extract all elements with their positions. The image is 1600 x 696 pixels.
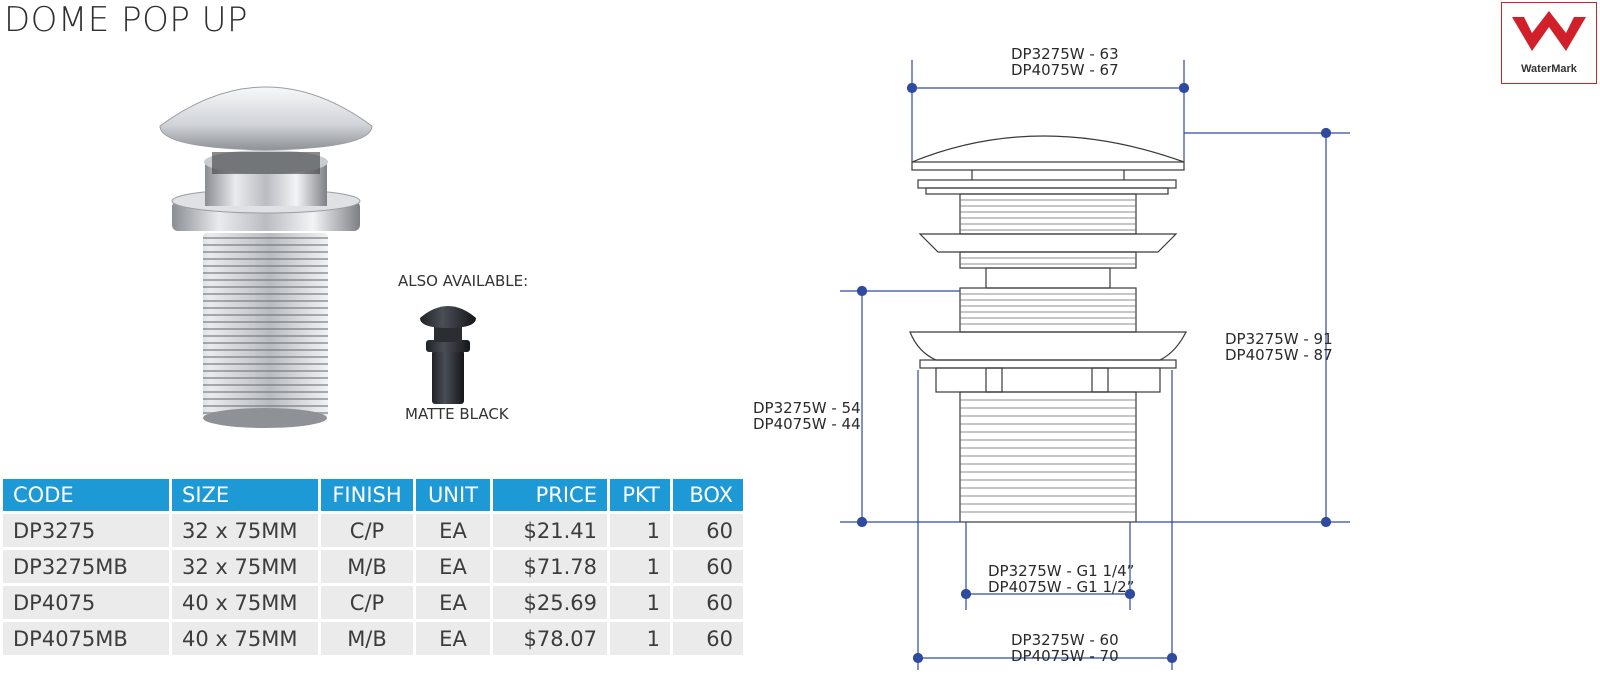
lower-height-dp4075w: DP4075W - 44 — [753, 415, 861, 433]
total-height-dp4075w: DP4075W - 87 — [1225, 346, 1333, 364]
product-table: CODE SIZE FINISH UNIT PRICE PKT BOX DP32… — [0, 476, 746, 658]
table-row: DP3275 32 x 75MM C/P EA $21.41 1 60 — [3, 514, 743, 547]
thread-dp3275w: DP3275W - G1 1/4” — [988, 562, 1135, 580]
table-header-row: CODE SIZE FINISH UNIT PRICE PKT BOX — [3, 479, 743, 511]
header-finish: FINISH — [321, 479, 413, 511]
flange-width-dp3275w: DP3275W - 60 — [1011, 631, 1119, 649]
cell-price: $25.69 — [493, 586, 607, 619]
dimension-drawing — [840, 60, 1350, 670]
matte-black-label: MATTE BLACK — [405, 405, 509, 423]
cell-unit: EA — [416, 586, 490, 619]
lower-height-dp3275w: DP3275W - 54 — [753, 399, 861, 417]
cell-box: 60 — [673, 622, 743, 655]
cell-price: $78.07 — [493, 622, 607, 655]
cell-price: $21.41 — [493, 514, 607, 547]
also-available-label: ALSO AVAILABLE: — [398, 272, 529, 290]
thread-dp4075w: DP4075W - G1 1/2” — [988, 578, 1135, 596]
table-row: DP3275MB 32 x 75MM M/B EA $71.78 1 60 — [3, 550, 743, 583]
header-box: BOX — [673, 479, 743, 511]
cell-box: 60 — [673, 586, 743, 619]
top-width-dp3275w: DP3275W - 63 — [1011, 45, 1119, 63]
cell-pkt: 1 — [610, 622, 670, 655]
cell-code: DP4075MB — [3, 622, 169, 655]
cell-finish: C/P — [321, 514, 413, 547]
cell-size: 32 x 75MM — [172, 514, 318, 547]
cell-price: $71.78 — [493, 550, 607, 583]
total-height-dp3275w: DP3275W - 91 — [1225, 330, 1333, 348]
cell-finish: M/B — [321, 622, 413, 655]
matte-black-variant-photo — [420, 306, 476, 404]
cell-code: DP3275 — [3, 514, 169, 547]
watermark-w-icon — [1512, 11, 1586, 51]
cell-pkt: 1 — [610, 514, 670, 547]
cell-unit: EA — [416, 550, 490, 583]
header-code: CODE — [3, 479, 169, 511]
cell-unit: EA — [416, 622, 490, 655]
page-title: DOME POP UP — [4, 0, 249, 40]
top-width-dp4075w: DP4075W - 67 — [1011, 61, 1119, 79]
cell-pkt: 1 — [610, 550, 670, 583]
table-row: DP4075MB 40 x 75MM M/B EA $78.07 1 60 — [3, 622, 743, 655]
header-unit: UNIT — [416, 479, 490, 511]
cell-size: 40 x 75MM — [172, 622, 318, 655]
header-price: PRICE — [493, 479, 607, 511]
cell-finish: M/B — [321, 550, 413, 583]
lower-height-label: DP3275W - 54 DP4075W - 44 — [753, 400, 861, 432]
thread-label: DP3275W - G1 1/4” DP4075W - G1 1/2” — [988, 563, 1134, 595]
cell-unit: EA — [416, 514, 490, 547]
watermark-logo-text: WaterMark — [1521, 63, 1577, 75]
header-pkt: PKT — [610, 479, 670, 511]
cell-finish: C/P — [321, 586, 413, 619]
top-width-label: DP3275W - 63 DP4075W - 67 — [1011, 46, 1119, 78]
cell-size: 40 x 75MM — [172, 586, 318, 619]
cell-size: 32 x 75MM — [172, 550, 318, 583]
cell-box: 60 — [673, 550, 743, 583]
cell-code: DP3275MB — [3, 550, 169, 583]
flange-width-dp4075w: DP4075W - 70 — [1011, 647, 1119, 665]
flange-width-label: DP3275W - 60 DP4075W - 70 — [1011, 632, 1119, 664]
watermark-logo: WaterMark — [1501, 2, 1597, 84]
total-height-label: DP3275W - 91 DP4075W - 87 — [1225, 331, 1333, 363]
header-size: SIZE — [172, 479, 318, 511]
cell-box: 60 — [673, 514, 743, 547]
product-photo — [159, 86, 373, 428]
table-row: DP4075 40 x 75MM C/P EA $25.69 1 60 — [3, 586, 743, 619]
cell-pkt: 1 — [610, 586, 670, 619]
cell-code: DP4075 — [3, 586, 169, 619]
